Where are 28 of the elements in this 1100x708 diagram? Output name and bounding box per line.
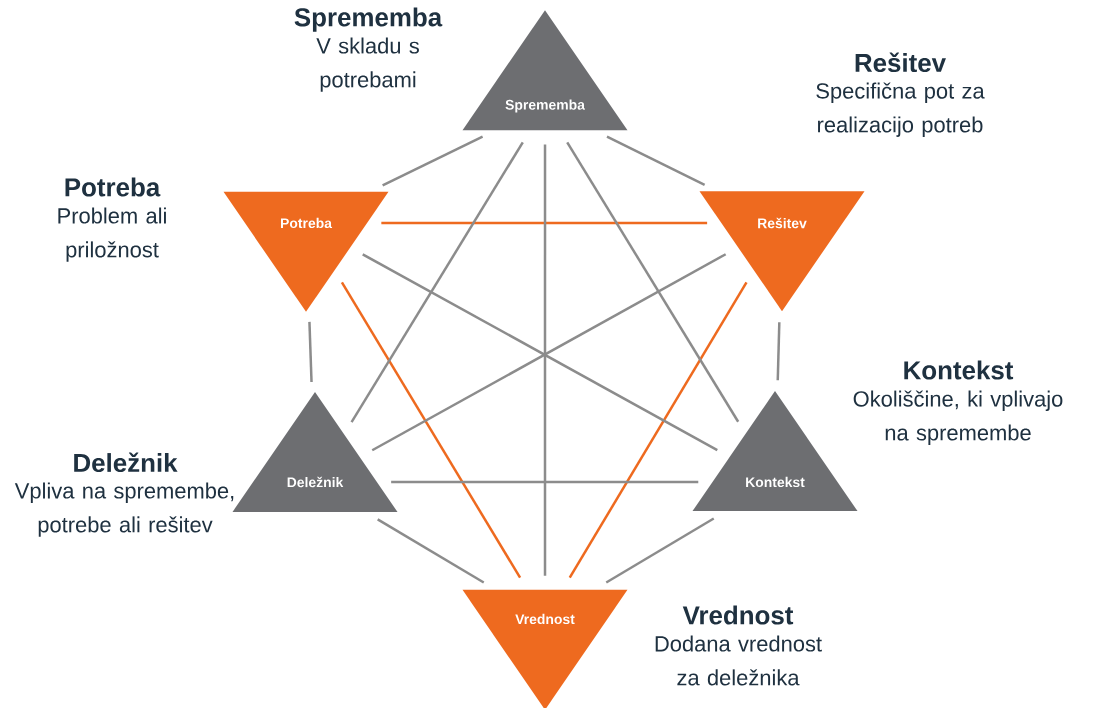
connector-line bbox=[568, 281, 748, 579]
caption-heading: Potreba bbox=[65, 177, 161, 197]
connector-line bbox=[381, 221, 708, 225]
connector-line bbox=[382, 135, 484, 187]
caption-heading: Deležnik bbox=[74, 452, 178, 473]
triangle: Sprememba bbox=[462, 10, 628, 131]
caption-heading: Vrednost bbox=[682, 605, 794, 625]
triangle: Potreba bbox=[223, 191, 389, 312]
caption-heading: Rešitev bbox=[855, 52, 946, 73]
connector-line bbox=[606, 135, 706, 186]
connector-line bbox=[391, 480, 699, 484]
connector-line bbox=[308, 321, 313, 382]
triangle: Vrednost bbox=[462, 589, 628, 708]
caption-text: Dodana vrednost za deležnika bbox=[655, 635, 822, 686]
connector-line bbox=[377, 518, 485, 584]
connector-line bbox=[776, 322, 781, 381]
caption-text: Problem ali priložnost bbox=[58, 207, 166, 262]
connector-line bbox=[566, 141, 740, 423]
caption-text: Vpliva na spremembe, potrebe ali rešitev bbox=[14, 482, 234, 537]
caption-text: Specifična pot za realizacijo potreb bbox=[816, 82, 985, 137]
caption-heading: Sprememba bbox=[294, 7, 443, 32]
triangle: Rešitev bbox=[699, 191, 865, 312]
caption-text: V skladu s potrebami bbox=[316, 37, 419, 92]
connector-line bbox=[340, 281, 522, 579]
connector-line bbox=[543, 144, 547, 576]
connector-line bbox=[350, 141, 524, 423]
caption-heading: Kontekst bbox=[904, 360, 1014, 380]
connector-line bbox=[605, 517, 715, 584]
